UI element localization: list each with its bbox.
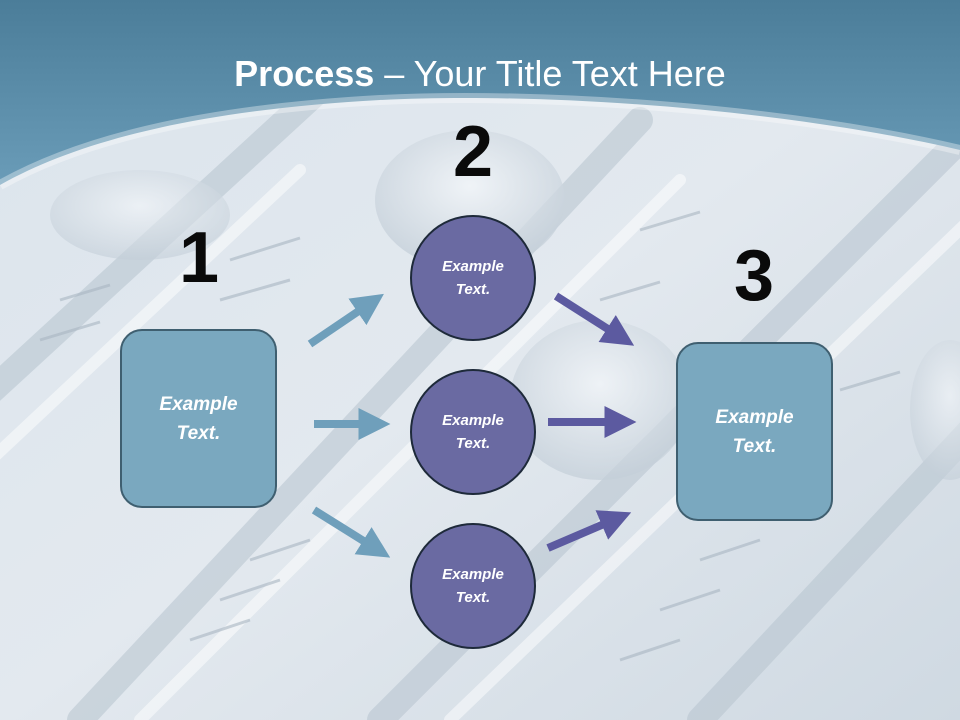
left-box-label: Example Text. <box>159 393 238 444</box>
circle-bottom[interactable]: Example Text. <box>410 523 536 649</box>
page-title: Process – Your Title Text Here <box>0 52 960 96</box>
circle-top-label: Example Text. <box>442 258 504 298</box>
step-number-2: 2 <box>452 112 494 192</box>
right-example-box[interactable]: Example Text. <box>676 342 833 521</box>
right-box-label: Example Text. <box>715 406 794 457</box>
title-bold-part: Process <box>234 53 375 94</box>
arrow-from-circle-bottom <box>546 510 632 552</box>
circle-middle[interactable]: Example Text. <box>410 369 536 495</box>
left-example-box[interactable]: Example Text. <box>120 329 277 508</box>
arrow-to-circle-top <box>307 293 384 348</box>
circle-top[interactable]: Example Text. <box>410 215 536 341</box>
circle-middle-label: Example Text. <box>442 412 504 452</box>
title-rest-part: – Your Title Text Here <box>374 53 726 94</box>
step-number-3: 3 <box>733 236 775 316</box>
arrow-from-circle-top <box>553 292 635 346</box>
circle-bottom-label: Example Text. <box>442 566 504 606</box>
arrow-to-circle-bottom <box>311 506 391 558</box>
step-number-1: 1 <box>178 218 220 298</box>
